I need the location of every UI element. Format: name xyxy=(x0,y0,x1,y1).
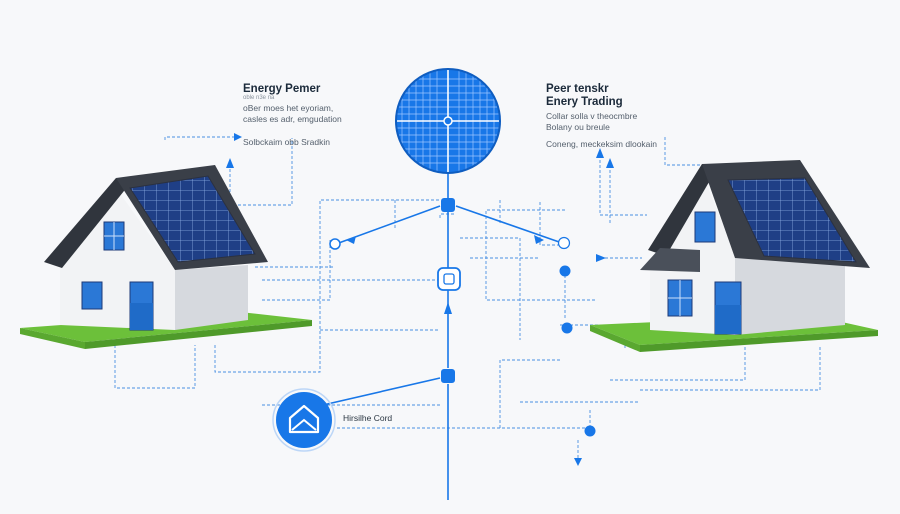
flow-arrows xyxy=(226,133,614,466)
hub-node-center xyxy=(437,267,461,291)
hub-node-top xyxy=(441,198,455,212)
left-panel-line-2: casles es adr, emgudation xyxy=(243,114,342,124)
trunk-lines xyxy=(309,172,563,500)
badge-label: Hirsilhe Cord xyxy=(343,413,393,423)
left-panel-title: Energy Pemer xyxy=(243,83,321,95)
house-icon[interactable] xyxy=(272,388,336,452)
right-panel-line-1: Collar solla v theocmbre xyxy=(546,111,638,121)
right-panel-footer: Coneng, meckeksim dlookain xyxy=(546,139,658,149)
solar-grid-circle-icon xyxy=(395,68,501,174)
right-panel-title-line-1: Peer tenskr xyxy=(546,83,609,95)
network-nodes xyxy=(329,198,596,437)
right-panel-line-2: Bolany ou breule xyxy=(546,122,610,132)
right-house-icon xyxy=(590,160,878,352)
hub-node-bottom xyxy=(441,369,455,383)
right-panel-title-line-2: Enery Trading xyxy=(546,96,623,108)
left-house-icon xyxy=(20,165,312,349)
left-panel-line-1: oBer moes het eyoriam, xyxy=(243,103,334,113)
left-panel-footer: Solbckaim obb Sradkin xyxy=(243,137,330,147)
left-panel-subtitle: oble n3e na xyxy=(243,95,275,101)
